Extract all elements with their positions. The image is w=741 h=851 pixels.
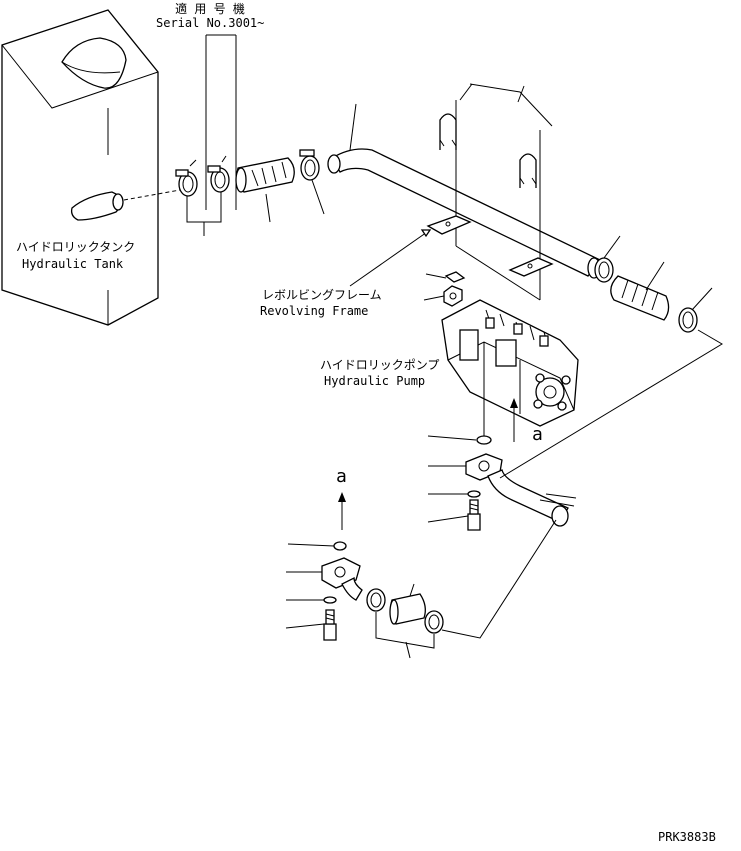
hose-clamp-upper-left-2 bbox=[207, 165, 230, 193]
hydraulic-tank-label: Hydraulic Tank bbox=[22, 257, 124, 271]
hose-clamp-right-1 bbox=[594, 257, 614, 283]
nut-frame-leader bbox=[423, 295, 445, 301]
bolt-pump bbox=[467, 499, 481, 531]
revolving-frame-arrow bbox=[420, 229, 432, 238]
clamp-lower-group bbox=[375, 612, 435, 649]
connection-line-upper bbox=[499, 329, 723, 479]
revolving-frame-label: Revolving Frame bbox=[260, 304, 369, 318]
washer-lower bbox=[323, 596, 337, 604]
hydraulic-tank bbox=[1, 9, 159, 326]
view-a-label-upper: a bbox=[532, 424, 543, 445]
bolt-lower-leader bbox=[285, 623, 325, 629]
hose-clamp-upper-left-1 bbox=[175, 169, 198, 197]
elbow-flange-pump bbox=[465, 453, 577, 527]
clamp-lower-group-leader bbox=[405, 641, 411, 659]
o-ring-lower bbox=[333, 541, 347, 551]
clamp-screws bbox=[189, 155, 227, 167]
washer-frame bbox=[444, 271, 466, 283]
clamp-right-2-leader bbox=[691, 287, 713, 311]
o-ring-pump bbox=[476, 435, 492, 445]
washer-frame-leader bbox=[425, 273, 447, 279]
view-a-label-lower: a bbox=[336, 466, 347, 487]
connection-line-lower bbox=[441, 519, 557, 639]
clamp-group-leader bbox=[186, 192, 222, 223]
u-bolt-1 bbox=[439, 113, 457, 150]
view-a-arrowhead-lower bbox=[338, 492, 346, 502]
tank-outlet-pipe bbox=[70, 191, 124, 221]
plate-leader bbox=[517, 85, 525, 103]
hose-lower-leader bbox=[409, 583, 415, 597]
hose-clamp-right-2 bbox=[678, 307, 698, 333]
washer-pump bbox=[467, 490, 481, 498]
u-bolt-2 bbox=[519, 153, 537, 188]
view-a-arrowhead-upper bbox=[510, 398, 518, 408]
o-ring-pump-callout bbox=[427, 435, 477, 441]
rubber-hose-upper bbox=[235, 157, 295, 193]
hose-right-leader bbox=[645, 261, 665, 291]
o-ring-lower-leader bbox=[287, 543, 335, 547]
bolt-lower bbox=[323, 609, 337, 641]
rubber-hose-right bbox=[610, 275, 670, 321]
hydraulic-pump-label-jp: ハイドロリックポンプ bbox=[320, 358, 440, 372]
hydraulic-pump bbox=[441, 299, 579, 427]
serial-number-label: Serial No.3001~ bbox=[156, 16, 265, 30]
hose-upper-leader bbox=[265, 193, 271, 223]
drawing-code: PRK3883B bbox=[658, 830, 716, 844]
hydraulic-tank-label-jp: ハイドロリックタンク bbox=[16, 240, 136, 254]
nut-frame bbox=[443, 285, 463, 307]
bolt-pump-leader bbox=[427, 515, 469, 523]
rubber-hose-lower bbox=[389, 593, 426, 625]
clamp-upper-right-leader bbox=[311, 179, 325, 215]
clamp-right-1-leader bbox=[603, 235, 621, 259]
tube-leader bbox=[349, 103, 357, 151]
hose-clamp-lower-1 bbox=[366, 588, 386, 612]
hose-clamp-lower-2 bbox=[424, 610, 444, 634]
revolving-frame-label-jp: レボルビングフレーム bbox=[262, 288, 382, 302]
applicable-serial-label-jp: 適 用 号 機 bbox=[175, 2, 245, 16]
hydraulic-pump-label: Hydraulic Pump bbox=[324, 374, 426, 388]
suction-line bbox=[123, 189, 181, 201]
elbow-flange-lower bbox=[321, 557, 363, 601]
frame-bracket-2 bbox=[508, 257, 554, 277]
hose-clamp-upper-right bbox=[299, 149, 320, 181]
revolving-frame-leader bbox=[349, 229, 431, 287]
tank-filler-cap bbox=[61, 37, 127, 89]
frame-bracket-1 bbox=[426, 215, 472, 235]
suction-tube bbox=[327, 148, 601, 279]
